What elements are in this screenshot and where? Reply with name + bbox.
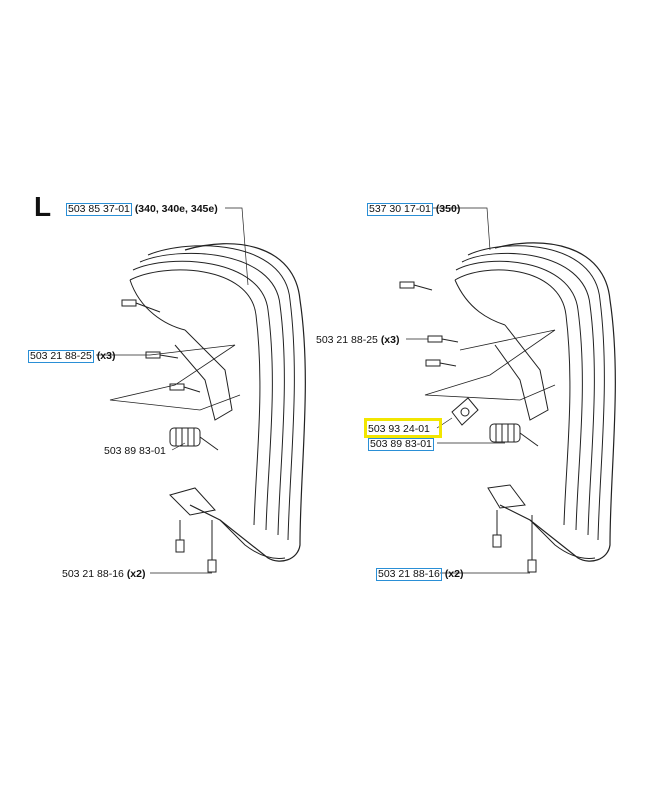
right-screw-2 xyxy=(427,335,459,343)
left-damper-part: 503 89 83-01 xyxy=(104,445,166,457)
left-screws-top-qty: (x3) xyxy=(96,350,116,362)
right-screw-3 xyxy=(425,359,457,367)
section-letter: L xyxy=(34,191,52,222)
right-bolt-2 xyxy=(527,515,537,573)
right-handle-drawing xyxy=(399,207,616,574)
right-handle-label: 537 30 17-01 (350) xyxy=(367,203,460,216)
left-damper-spring xyxy=(169,427,219,451)
left-handle-label: 503 85 37-01 (340, 340e, 345e) xyxy=(66,203,218,216)
right-handle-note: (350) xyxy=(435,203,461,215)
left-handle-drawing xyxy=(96,207,306,574)
left-screws-top-part-link[interactable]: 503 21 88-25 xyxy=(28,350,94,363)
left-screws-bottom-qty: (x2) xyxy=(126,568,146,580)
right-screws-bottom-qty: (x2) xyxy=(444,568,464,580)
left-damper-label: 503 89 83-01 xyxy=(104,445,166,457)
right-damper-spring xyxy=(489,423,539,447)
right-screws-top-qty: (x3) xyxy=(380,334,400,346)
highlight-box xyxy=(364,418,442,438)
left-screws-bottom-part: 503 21 88-16 xyxy=(62,568,124,580)
right-damper-label: 503 89 83-01 xyxy=(368,438,434,451)
right-screws-top-label: 503 21 88-25 (x3) xyxy=(316,334,400,346)
left-handle-note: (340, 340e, 345e) xyxy=(134,203,218,215)
left-handle-part-link[interactable]: 503 85 37-01 xyxy=(66,203,132,216)
right-damper-part-link[interactable]: 503 89 83-01 xyxy=(368,438,434,451)
right-bracket-plate xyxy=(451,397,479,426)
right-bracket-part[interactable]: 503 93 24-01 xyxy=(368,423,430,435)
left-screws-top-label: 503 21 88-25 (x3) xyxy=(28,350,116,363)
left-bolt-1 xyxy=(175,520,185,553)
left-bolt-2 xyxy=(207,520,217,573)
right-screws-bottom-part-link[interactable]: 503 21 88-16 xyxy=(376,568,442,581)
right-screw-1 xyxy=(399,281,433,291)
right-handle-part-link[interactable]: 537 30 17-01 xyxy=(367,203,433,216)
left-screw-1 xyxy=(121,299,161,313)
right-bolt-1 xyxy=(492,510,502,548)
left-screw-3 xyxy=(169,383,201,393)
right-screws-bottom-label: 503 21 88-16 (x2) xyxy=(376,568,464,581)
right-screws-top-part: 503 21 88-25 xyxy=(316,334,378,346)
right-bracket-label[interactable]: 503 93 24-01 xyxy=(368,423,430,435)
left-screws-bottom-label: 503 21 88-16 (x2) xyxy=(62,568,146,580)
